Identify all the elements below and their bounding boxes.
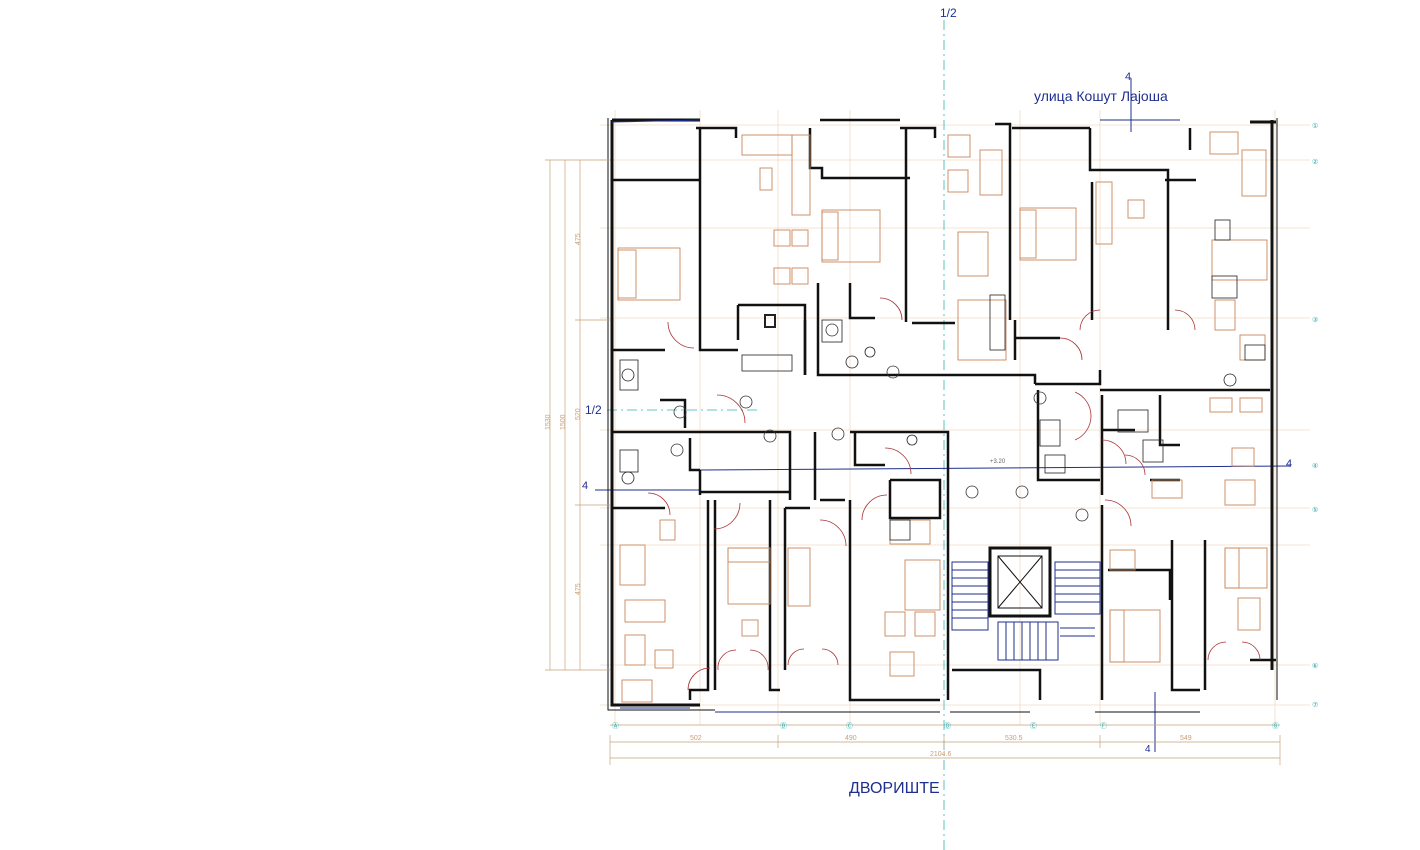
svg-text:④: ④ xyxy=(1312,462,1318,470)
left-dim-3: 475 xyxy=(575,583,582,595)
section-mark-top-label: 4 xyxy=(1125,71,1131,83)
door-swings xyxy=(647,297,1261,691)
svg-text:Ⓑ: Ⓑ xyxy=(780,722,787,730)
svg-text:Ⓓ: Ⓓ xyxy=(944,722,951,730)
left-dim-1: 475 xyxy=(575,233,582,245)
windows xyxy=(611,119,1180,713)
stair-core xyxy=(988,546,1052,618)
bottom-dim-2: 490 xyxy=(845,735,857,742)
left-dim-total: 1530 xyxy=(545,414,552,430)
section-mark-bottom-label: 4 xyxy=(1145,744,1151,755)
grid-axis-bubbles-right: ① ② ③ ④ ⑤ ⑥ ⑦ xyxy=(1312,122,1318,709)
bottom-dim-total: 2104.6 xyxy=(930,751,952,758)
svg-text:Ⓖ: Ⓖ xyxy=(1272,722,1279,730)
axis-label-left: 1/2 xyxy=(585,403,602,417)
left-dimension-lines xyxy=(545,159,610,671)
hall-furniture xyxy=(670,323,1089,522)
bottom-dimension-lines xyxy=(609,724,1281,765)
left-dim-inner: 1500 xyxy=(560,414,567,430)
svg-text:③: ③ xyxy=(1312,316,1318,324)
svg-text:Ⓕ: Ⓕ xyxy=(1100,722,1107,730)
street-label: улица Кошут Лајоша xyxy=(1034,88,1168,104)
level-marker: +3.20 xyxy=(990,459,1006,465)
svg-text:①: ① xyxy=(1312,122,1318,130)
grid-axis-bubbles-bottom: Ⓐ Ⓑ Ⓒ Ⓓ Ⓔ Ⓕ Ⓖ xyxy=(612,722,1279,730)
svg-text:⑤: ⑤ xyxy=(1312,506,1318,514)
bathroom-fixtures xyxy=(619,219,1266,541)
svg-text:⑥: ⑥ xyxy=(1312,662,1318,670)
bottom-dim-3: 530.5 xyxy=(1005,735,1023,742)
left-dim-2: 520 xyxy=(575,408,582,420)
stair-flights xyxy=(951,561,1101,661)
exterior-walls-outer xyxy=(607,118,1278,713)
bottom-dim-1: 502 xyxy=(690,735,702,742)
exterior-walls xyxy=(610,118,1276,707)
section-mark-right-label: 4 xyxy=(1286,458,1292,470)
grid-lines xyxy=(600,110,1310,725)
courtyard-label: ДВОРИШТЕ xyxy=(849,780,940,797)
svg-text:⑦: ⑦ xyxy=(1312,701,1318,709)
bottom-dim-4: 549 xyxy=(1180,735,1192,742)
interior-walls xyxy=(612,118,1276,702)
axis-lines xyxy=(607,20,945,850)
svg-text:②: ② xyxy=(1312,158,1318,166)
svg-text:Ⓒ: Ⓒ xyxy=(846,722,853,730)
section-mark-left-label: 4 xyxy=(582,480,588,492)
svg-text:Ⓔ: Ⓔ xyxy=(1030,722,1037,730)
svg-text:Ⓐ: Ⓐ xyxy=(612,722,619,730)
axis-label-top: 1/2 xyxy=(940,6,957,20)
